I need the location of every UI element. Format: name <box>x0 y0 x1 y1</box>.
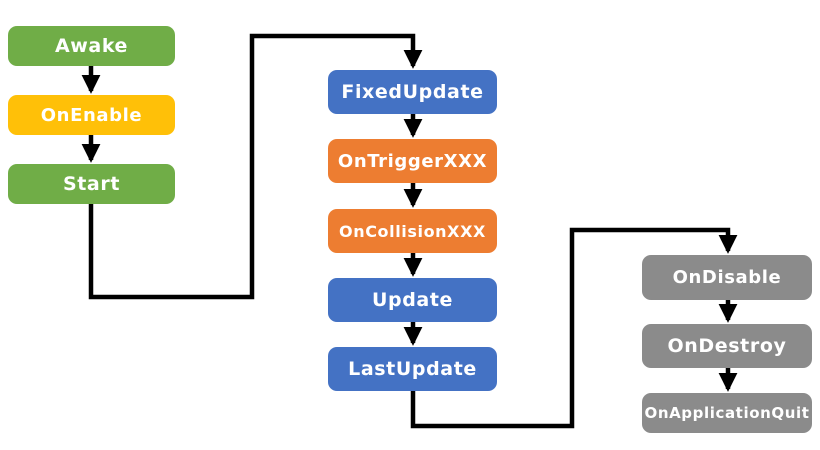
node-onapplicationquit: OnApplicationQuit <box>642 393 812 433</box>
node-ontriggerxxx: OnTriggerXXX <box>328 139 497 183</box>
node-update: Update <box>328 278 497 322</box>
node-start: Start <box>8 164 175 204</box>
node-onenable: OnEnable <box>8 95 175 135</box>
node-ondisable: OnDisable <box>642 255 812 300</box>
node-awake: Awake <box>8 26 175 66</box>
node-ondestroy: OnDestroy <box>642 324 812 368</box>
node-fixedupdate: FixedUpdate <box>328 70 497 114</box>
node-lastupdate: LastUpdate <box>328 347 497 391</box>
node-oncollisionxxx: OnCollisionXXX <box>328 209 497 253</box>
